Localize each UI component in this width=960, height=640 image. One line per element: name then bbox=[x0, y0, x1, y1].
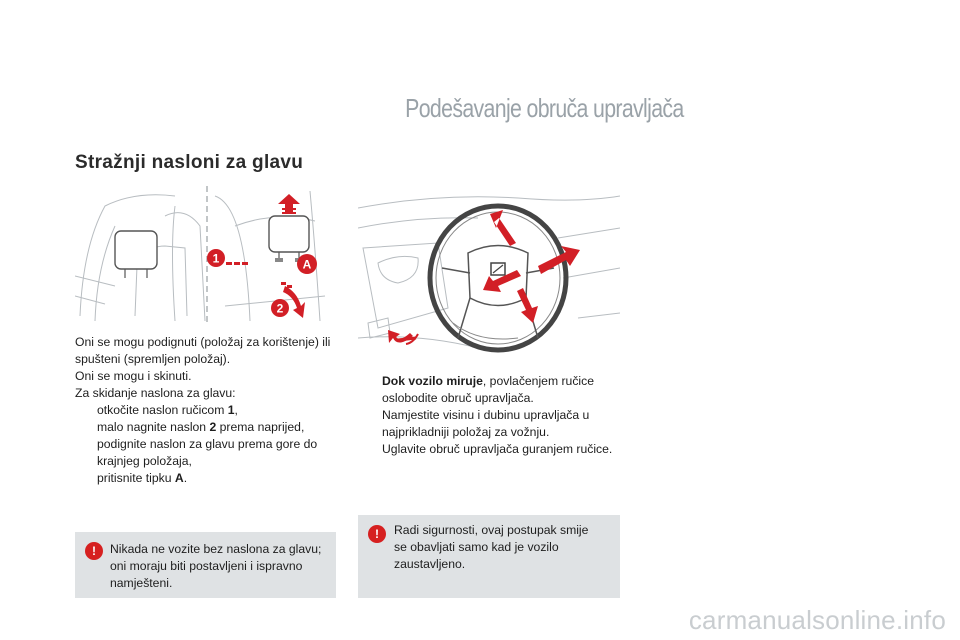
step-item: pritisnite tipku A. bbox=[75, 470, 340, 487]
page-title: Podešavanje obruča upravljača bbox=[405, 93, 684, 123]
warning-line: oni moraju biti postavljeni i ispravno bbox=[110, 559, 303, 573]
warning-icon: ! bbox=[85, 542, 103, 560]
steering-wheel-illustration bbox=[358, 188, 620, 356]
step-item: malo nagnite naslon 2 prema naprijed, bbox=[75, 419, 340, 436]
warning-text: Nikada ne vozite bez naslona za glavu; o… bbox=[110, 541, 330, 592]
step-text: pritisnite tipku bbox=[97, 471, 175, 485]
intro-line: Oni se mogu i skinuti. bbox=[75, 369, 192, 383]
warning-icon: ! bbox=[368, 525, 386, 543]
warning-line: zaustavljeno. bbox=[394, 557, 466, 571]
label-1: 1 bbox=[213, 252, 220, 266]
bullet-icon bbox=[360, 407, 382, 441]
step-item: Uglavite obruč upravljača guranjem ručic… bbox=[360, 441, 622, 458]
intro-line: Oni se mogu podignuti (položaj za korišt… bbox=[75, 335, 331, 349]
headrest-illustration: 1 A 2 bbox=[75, 186, 336, 326]
bullet-icon bbox=[75, 419, 97, 436]
step-item: podignite naslon za glavu prema gore do … bbox=[75, 436, 340, 470]
left-warning-box: ! Nikada ne vozite bez naslona za glavu;… bbox=[75, 532, 336, 598]
warning-text: Radi sigurnosti, ovaj postupak smije se … bbox=[394, 522, 614, 573]
step-text: , povlačenjem ručice oslobodite obruč up… bbox=[382, 374, 594, 405]
bullet-icon bbox=[75, 436, 97, 470]
right-warning-box: ! Radi sigurnosti, ovaj postupak smije s… bbox=[358, 515, 620, 598]
label-2: 2 bbox=[277, 302, 284, 316]
label-a: A bbox=[303, 258, 312, 272]
bullet-icon bbox=[360, 441, 382, 458]
left-instructions: Oni se mogu podignuti (položaj za korišt… bbox=[75, 334, 340, 487]
step-item: Namjestite visinu i dubinu upravljača u … bbox=[360, 407, 622, 441]
step-ref: A bbox=[174, 471, 184, 485]
step-text: Namjestite visinu i dubinu upravljača u … bbox=[382, 408, 590, 439]
section-title: Stražnji nasloni za glavu bbox=[75, 152, 304, 173]
intro-line: Za skidanje naslona za glavu: bbox=[75, 386, 236, 400]
step-item: otkočite naslon ručicom 1, bbox=[75, 402, 340, 419]
step-text: malo nagnite naslon bbox=[97, 420, 210, 434]
step-ref: 2 bbox=[209, 420, 217, 434]
watermark: carmanualsonline.info bbox=[688, 605, 946, 635]
step-ref: 1 bbox=[227, 403, 235, 417]
step-text: otkočite naslon ručicom bbox=[97, 403, 228, 417]
step-text: podignite naslon za glavu prema gore do … bbox=[97, 437, 318, 468]
step-text: prema naprijed, bbox=[216, 420, 305, 434]
intro-line: spušteni (spremljen položaj). bbox=[75, 352, 231, 366]
step-text: , bbox=[234, 403, 238, 417]
warning-line: Nikada ne vozite bez naslona za glavu; bbox=[110, 542, 322, 556]
step-text: Uglavite obruč upravljača guranjem ručic… bbox=[382, 442, 613, 456]
step-text: . bbox=[183, 471, 188, 485]
step-item: Dok vozilo miruje, povlačenjem ručice os… bbox=[360, 373, 622, 407]
bullet-icon bbox=[360, 373, 382, 407]
right-instructions: Dok vozilo miruje, povlačenjem ručice os… bbox=[360, 373, 622, 458]
warning-line: se obavljati samo kad je vozilo bbox=[394, 540, 559, 554]
bullet-icon bbox=[75, 470, 97, 487]
bullet-icon bbox=[75, 402, 97, 419]
warning-line: Radi sigurnosti, ovaj postupak smije bbox=[394, 523, 589, 537]
warning-line: namješteni. bbox=[110, 576, 173, 590]
step-emphasis: Dok vozilo miruje bbox=[382, 374, 483, 388]
